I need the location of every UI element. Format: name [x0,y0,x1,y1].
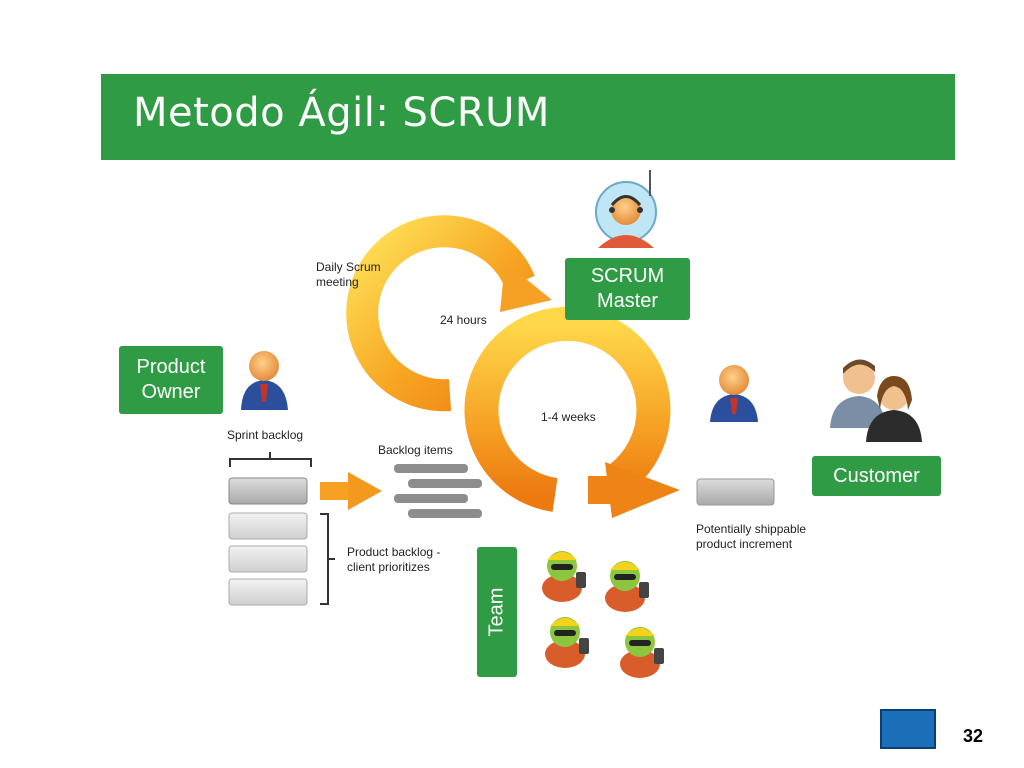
customer-box: Customer [812,456,941,496]
product-backlog-bracket [320,513,335,605]
product-backlog-label: Product backlog - client prioritizes [347,545,441,574]
product-backlog-bar [228,545,308,573]
hours-label: 24 hours [440,313,487,327]
team-label: Team [485,587,508,637]
scrum-master-avatar [595,170,657,248]
increment-bar [696,478,775,506]
slide-title: Metodo Ágil: SCRUM [133,90,550,136]
product-owner-box: Product Owner [119,346,223,414]
sprint-backlog-bar [228,477,308,505]
weeks-label: 1-4 weeks [541,410,596,424]
sprint-backlog-bracket [229,452,312,467]
sprint-backlog-label: Sprint backlog [227,428,304,442]
team-box: Team [477,547,517,677]
product-backlog-bar [228,578,308,606]
sprint-cycle-arrow [464,306,680,518]
daily-scrum-label: Daily Scrum meeting [316,260,381,289]
increment-label: Potentially shippable product increment [696,522,807,551]
product-backlog-bar [228,512,308,540]
team-member-icon [542,551,586,602]
team-member-icon [620,627,664,678]
stakeholder-avatar [710,365,758,422]
team-member-icon [545,617,589,668]
product-owner-avatar [241,351,288,410]
daily-cycle-arrow [346,215,552,412]
backlog-items-stack [394,464,482,518]
page-number: 32 [963,726,984,746]
slide-header: Metodo Ágil: SCRUM [101,74,955,160]
scrum-master-box: SCRUM Master [565,258,690,320]
presentation-logo [880,709,936,749]
backlog-arrow [320,472,382,510]
customer-avatar [830,359,922,442]
team-member-icon [605,561,649,612]
backlog-items-label: Backlog items [378,443,453,457]
